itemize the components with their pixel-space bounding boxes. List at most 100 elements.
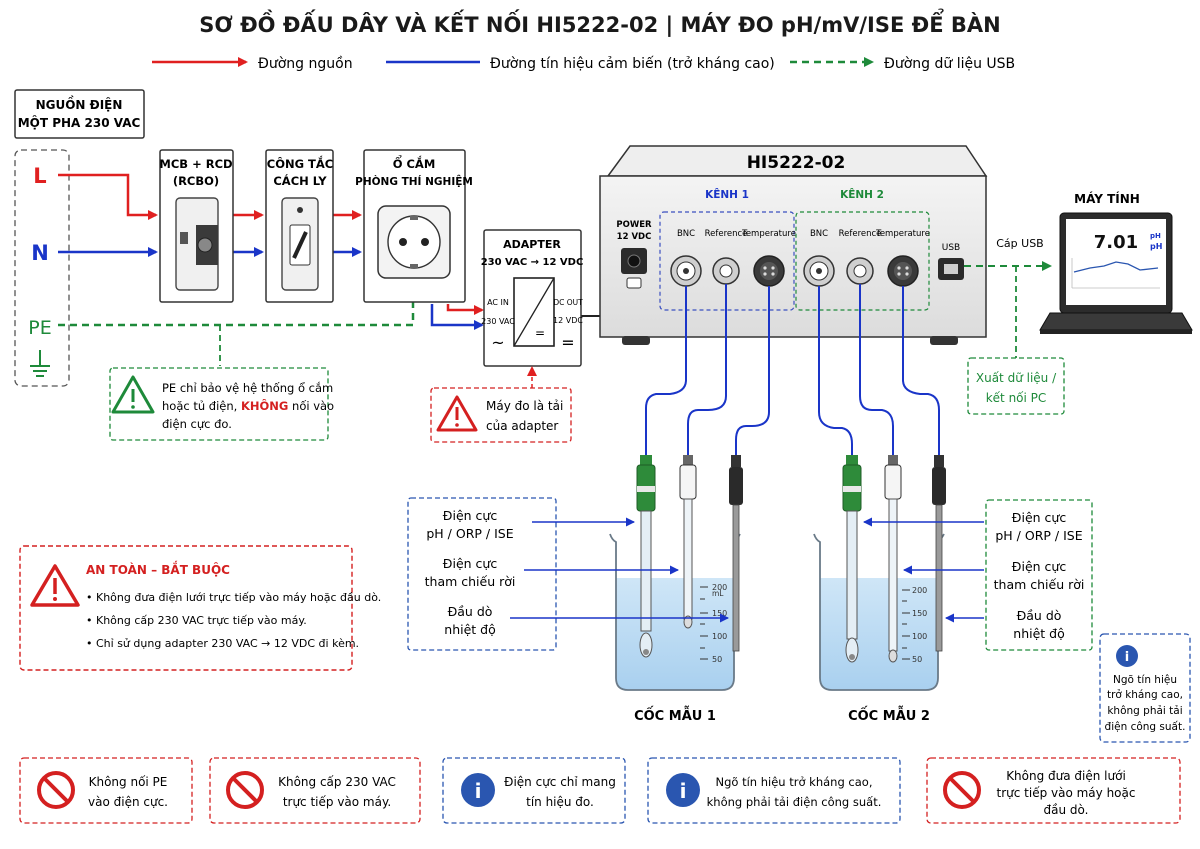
bottom-note-3-line2: tín hiệu đo. bbox=[526, 795, 594, 809]
warning-icon bbox=[30, 564, 80, 607]
bottom-note-5-line2: trực tiếp vào máy hoặc bbox=[997, 786, 1136, 800]
pe-note-box bbox=[109, 367, 329, 441]
ch2-bnc-connector[interactable] bbox=[803, 255, 835, 287]
info-icon: i bbox=[461, 773, 495, 807]
ch2-ref-label: Reference bbox=[839, 229, 882, 239]
legend-signal-label: Đường tín hiệu cảm biến (trở kháng cao) bbox=[490, 55, 775, 72]
usb-link: Cáp USB Xuất dữ liệu / kết nối PC bbox=[964, 237, 1065, 415]
mcb-rcbo: MCB + RCD (RCBO) bbox=[159, 149, 234, 303]
prohibited-icon bbox=[37, 771, 75, 809]
pe-note-line1: PE chỉ bảo vệ hệ thống ổ cắm bbox=[162, 381, 333, 395]
info-icon: i bbox=[666, 773, 700, 807]
right-p2-line2: tham chiếu rời bbox=[994, 577, 1085, 592]
adapter-label-line1: ADAPTER bbox=[503, 238, 561, 251]
ch1-bnc-connector[interactable] bbox=[670, 255, 702, 287]
reference-electrode-1 bbox=[679, 455, 697, 629]
adapter-out-line1: DC OUT bbox=[553, 298, 583, 307]
cable-ch2-ref bbox=[859, 284, 894, 455]
channel-1-label: KÊNH 1 bbox=[705, 188, 749, 201]
beaker-1-tick-100: 100 bbox=[712, 632, 727, 641]
safety-item-1: Không đưa điện lưới trực tiếp vào máy ho… bbox=[96, 591, 381, 604]
bottom-note-5-line1: Không đưa điện lưới bbox=[1006, 769, 1126, 783]
adapter-inner-dc-icon: = bbox=[535, 326, 545, 340]
beaker-1-tick-50: 50 bbox=[712, 655, 722, 664]
beaker-1-tick-150: 150 bbox=[712, 609, 727, 618]
ch1-temp-label: Temperature bbox=[741, 229, 796, 239]
bottom-note-5: Không đưa điện lưới trực tiếp vào máy ho… bbox=[926, 757, 1181, 824]
export-box bbox=[967, 357, 1065, 415]
pe-note-line2-a: hoặc tủ điện, bbox=[162, 399, 241, 413]
info-right-line2: trở kháng cao, bbox=[1107, 689, 1183, 701]
warning-icon bbox=[436, 395, 478, 432]
load-note: Máy đo là tải của adapter bbox=[430, 366, 572, 443]
warning-icon bbox=[111, 375, 155, 414]
pc-unit-line2: pH bbox=[1150, 242, 1162, 251]
bottom-note-4-line1: Ngõ tín hiệu trở kháng cao, bbox=[716, 775, 873, 789]
ch1-temp-connector[interactable] bbox=[753, 255, 785, 287]
bottom-note-2-box bbox=[209, 757, 421, 824]
info-right-line4: điện công suất. bbox=[1105, 721, 1186, 733]
legend: Đường nguồn Đường tín hiệu cảm biến (trở… bbox=[152, 55, 1015, 72]
legend-power-label: Đường nguồn bbox=[258, 55, 353, 72]
right-p3-line1: Đầu dò bbox=[1017, 608, 1062, 623]
prohibited-icon bbox=[226, 771, 264, 809]
safety-bullet-1: • bbox=[86, 591, 93, 604]
right-p1-line2: pH / ORP / ISE bbox=[995, 528, 1082, 543]
ch1-bnc-label: BNC bbox=[677, 229, 695, 239]
signal-cables bbox=[645, 284, 940, 455]
pe-note-line3: điện cực đo. bbox=[162, 417, 232, 431]
pe-note-line2: hoặc tủ điện, KHÔNG nối vào bbox=[162, 398, 334, 413]
usb-port-label: USB bbox=[942, 243, 960, 253]
source-title-line2: MỘT PHA 230 VAC bbox=[18, 115, 141, 130]
ph-electrode-2 bbox=[842, 455, 862, 663]
power-source: NGUỒN ĐIỆN MỘT PHA 230 VAC L N PE bbox=[14, 89, 145, 387]
ch2-bnc-label: BNC bbox=[810, 229, 828, 239]
switch-icon bbox=[281, 197, 319, 291]
left-p1-line2: pH / ORP / ISE bbox=[426, 526, 513, 541]
ch1-ref-connector[interactable] bbox=[712, 257, 740, 285]
usb-port-icon[interactable] bbox=[938, 258, 964, 280]
channel-1-box bbox=[659, 211, 795, 311]
info-right-line3: không phải tải bbox=[1107, 705, 1182, 717]
pc-unit-line1: pH bbox=[1150, 232, 1161, 240]
beaker-2-tick-50: 50 bbox=[912, 655, 922, 664]
cable-ch2-ph bbox=[818, 286, 853, 455]
channel-2-box bbox=[795, 211, 930, 311]
pe-note-line2-b: KHÔNG bbox=[241, 398, 288, 413]
ch2-ref-connector[interactable] bbox=[846, 257, 874, 285]
dc-plug-icon bbox=[626, 277, 642, 289]
socket-icon bbox=[377, 205, 451, 279]
info-right-line1: Ngõ tín hiệu bbox=[1113, 674, 1177, 686]
beaker-2-tick-200: 200 bbox=[912, 586, 927, 595]
safety-box: AN TOÀN – BẮT BUỘC • Không đưa điện lưới… bbox=[19, 545, 381, 671]
temperature-probe-1 bbox=[729, 455, 743, 652]
socket-label-line2: PHÒNG THÍ NGHIỆM bbox=[355, 175, 473, 188]
meter-front-panel bbox=[599, 175, 987, 338]
wire-socket-to-adapter-n bbox=[430, 304, 484, 330]
page-title: SƠ ĐỒ ĐẤU DÂY VÀ KẾT NỐI HI5222-02 | MÁY… bbox=[199, 9, 1000, 38]
export-line2: kết nối PC bbox=[986, 391, 1047, 405]
beaker-2-label: CỐC MẪU 2 bbox=[848, 706, 930, 724]
ch2-temp-label: Temperature bbox=[875, 229, 930, 239]
adapter-in-line2: 230 VAC bbox=[481, 317, 515, 326]
breaker-icon bbox=[175, 197, 219, 291]
ground-icon bbox=[30, 350, 50, 377]
pc-title: MÁY TÍNH bbox=[1074, 191, 1140, 206]
probe-labels-right: Điện cực pH / ORP / ISE Điện cực tham ch… bbox=[863, 499, 1093, 651]
bottom-note-3-box bbox=[442, 757, 626, 824]
terminal-n-label: N bbox=[31, 241, 49, 265]
meter-model: HI5222-02 bbox=[747, 153, 846, 173]
bottom-note-1: Không nối PE vào điện cực. bbox=[19, 757, 193, 824]
laptop: MÁY TÍNH 7.01 pH pH bbox=[1039, 191, 1193, 334]
meter-foot-left bbox=[622, 336, 650, 345]
info-right: i Ngõ tín hiệu trở kháng cao, không phải… bbox=[1099, 633, 1191, 743]
ch2-temp-connector[interactable] bbox=[887, 255, 919, 287]
bottom-note-5-box bbox=[926, 757, 1181, 824]
wire-socket-to-adapter-l bbox=[446, 304, 484, 315]
svg-text:i: i bbox=[475, 779, 482, 803]
mcb-label-line1: MCB + RCD bbox=[159, 157, 232, 171]
beaker-2-tick-100: 100 bbox=[912, 632, 927, 641]
lab-socket: Ổ CẮM PHÒNG THÍ NGHIỆM bbox=[355, 149, 473, 303]
beaker-1: mL 200 150 100 50 CỐC MẪU 1 bbox=[609, 533, 741, 724]
